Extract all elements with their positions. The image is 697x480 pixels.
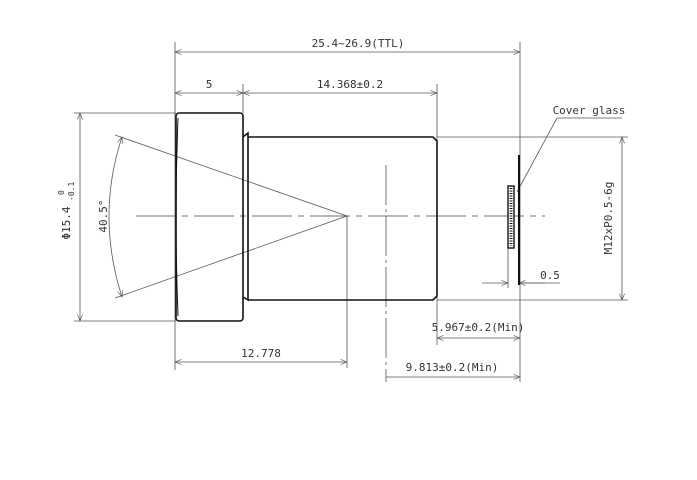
dim-back-flange: 5.967±0.2(Min): [432, 321, 525, 334]
dim-diameter: Φ15.4 0 -0.1: [57, 182, 76, 240]
label-cover-glass: Cover glass: [553, 104, 626, 117]
dim-front-barrel: 5: [206, 78, 213, 91]
extension-lines: [74, 42, 628, 382]
dim-cover-glass-thickness: 0.5: [540, 269, 560, 282]
dim-front-to-apex: 12.778: [241, 347, 281, 360]
dim-lens-to-sensor: 9.813±0.2(Min): [406, 361, 499, 374]
dim-field-angle: 40.5°: [97, 199, 110, 232]
dim-diameter-value: Φ15.4: [60, 206, 73, 239]
dim-diameter-tol-upper: 0: [57, 190, 66, 195]
dim-diameter-tol-lower: -0.1: [67, 182, 76, 201]
sensor: [507, 155, 520, 285]
lens-body: [175, 112, 438, 322]
dimension-lines: [80, 52, 622, 377]
dim-body-length: 14.368±0.2: [317, 78, 383, 91]
dim-total-length: 25.4~26.9(TTL): [312, 37, 405, 50]
dim-thread: M12xP0.5-6g: [602, 182, 615, 255]
cover-glass: [507, 185, 515, 249]
field-angle-lines: [114, 134, 348, 299]
